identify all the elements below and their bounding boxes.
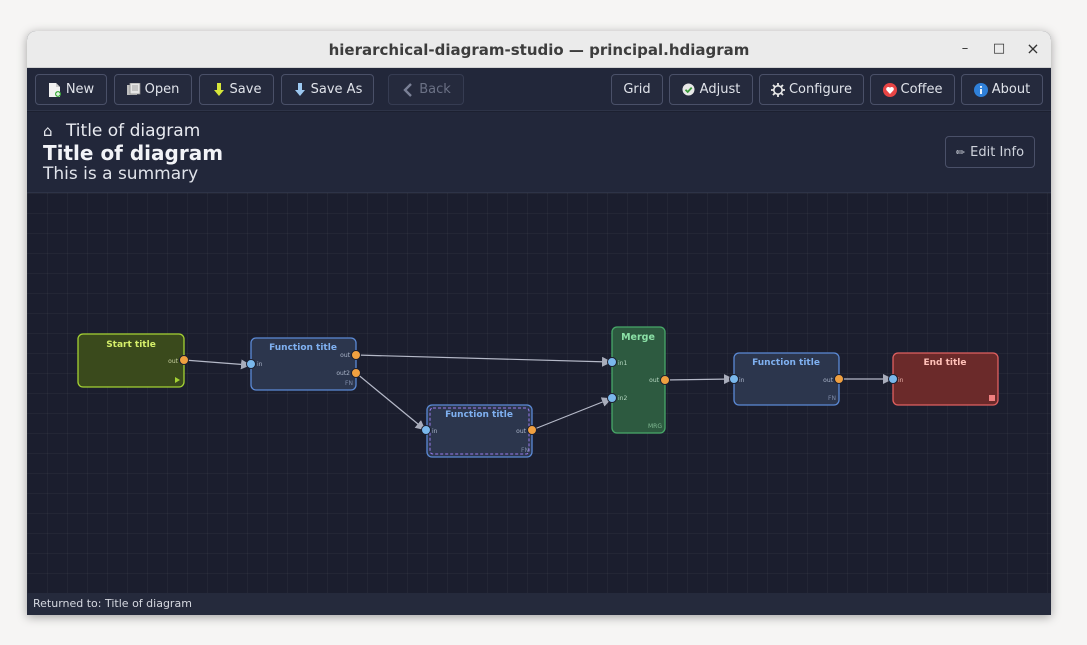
play-icon bbox=[175, 377, 180, 383]
function-node-3-title: Function title bbox=[752, 358, 820, 368]
function-node-2-tag: FN bbox=[521, 447, 529, 454]
save-as-label: Save As bbox=[310, 82, 363, 97]
coffee-label: Coffee bbox=[900, 82, 943, 97]
save-arrow-icon bbox=[212, 82, 226, 97]
function-node-3-tag: FN bbox=[828, 395, 836, 402]
breadcrumb: ⌂ Title of diagram bbox=[43, 121, 200, 141]
merge-port-in1[interactable] bbox=[607, 357, 617, 367]
function-node-1-port-out-label: out bbox=[340, 352, 350, 359]
merge-port-out[interactable] bbox=[660, 375, 670, 385]
edit-info-label: Edit Info bbox=[970, 144, 1025, 160]
window-title: hierarchical-diagram-studio — principal.… bbox=[328, 41, 750, 59]
function-node-2-port-out[interactable] bbox=[527, 425, 537, 435]
new-button[interactable]: New bbox=[35, 74, 107, 105]
merge-node-title: Merge bbox=[621, 332, 655, 343]
save-as-button[interactable]: Save As bbox=[281, 74, 374, 105]
start-node[interactable]: Start title out bbox=[77, 333, 189, 388]
open-label: Open bbox=[144, 82, 180, 97]
edge-start-to-func1[interactable] bbox=[183, 359, 251, 370]
title-bar: hierarchical-diagram-studio — principal.… bbox=[27, 31, 1051, 68]
function-node-1-tag: FN bbox=[345, 380, 353, 387]
adjust-label: Adjust bbox=[699, 82, 741, 97]
stop-icon bbox=[989, 395, 995, 401]
diagram-canvas[interactable]: Start title out Function title in out ou… bbox=[27, 193, 1051, 593]
function-node-1-port-out[interactable] bbox=[351, 350, 361, 360]
merge-port-in1-label: in1 bbox=[618, 360, 627, 367]
merge-node-tag: MRG bbox=[648, 423, 662, 430]
home-icon[interactable]: ⌂ bbox=[43, 122, 53, 140]
function-node-1-title: Function title bbox=[269, 343, 337, 353]
configure-button[interactable]: Configure bbox=[759, 74, 864, 105]
merge-port-out-label: out bbox=[649, 377, 659, 384]
back-label: Back bbox=[419, 82, 451, 97]
function-node-1[interactable]: Function title in out out2 FN bbox=[246, 337, 361, 391]
function-node-2-port-in-label: in bbox=[432, 428, 438, 435]
function-node-2[interactable]: Function title in out FN bbox=[421, 404, 537, 458]
end-node-title: End title bbox=[923, 358, 966, 368]
app-window: hierarchical-diagram-studio — principal.… bbox=[27, 31, 1051, 615]
close-button[interactable]: × bbox=[1026, 39, 1040, 58]
adjust-button[interactable]: Adjust bbox=[669, 74, 753, 105]
end-node[interactable]: End title in bbox=[888, 352, 999, 406]
function-node-2-port-out-label: out bbox=[516, 428, 526, 435]
diagram-info-panel: ⌂ Title of diagram Title of diagram This… bbox=[27, 112, 1051, 193]
save-as-arrow-icon bbox=[293, 82, 307, 97]
edge-func2-to-merge[interactable] bbox=[531, 397, 612, 431]
function-node-3-port-out-label: out bbox=[823, 377, 833, 384]
diagram-title: Title of diagram bbox=[43, 141, 224, 165]
breadcrumb-item[interactable]: Title of diagram bbox=[65, 121, 201, 141]
function-node-3[interactable]: Function title in out FN bbox=[729, 352, 844, 406]
coffee-button[interactable]: Coffee bbox=[870, 74, 955, 105]
diagram-summary: This is a summary bbox=[43, 164, 199, 184]
merge-port-in2[interactable] bbox=[607, 393, 617, 403]
function-node-3-port-in[interactable] bbox=[729, 374, 739, 384]
back-button[interactable]: Back bbox=[388, 74, 464, 105]
edit-info-button[interactable]: ✏ Edit Info bbox=[945, 136, 1035, 168]
edge-func1-to-func2[interactable] bbox=[355, 372, 426, 431]
start-port-out-label: out bbox=[168, 358, 178, 365]
save-button[interactable]: Save bbox=[199, 74, 274, 105]
check-circle-icon bbox=[682, 83, 696, 97]
open-button[interactable]: Open bbox=[114, 74, 192, 105]
about-button[interactable]: About bbox=[961, 74, 1043, 105]
function-node-2-title: Function title bbox=[445, 410, 513, 420]
merge-node[interactable]: Merge in1 in2 out MRG bbox=[607, 326, 670, 434]
start-node-title: Start title bbox=[106, 340, 156, 350]
status-bar: Returned to: Title of diagram bbox=[27, 593, 1051, 615]
new-label: New bbox=[65, 82, 95, 97]
diagram-svg: Start title out Function title in out ou… bbox=[77, 326, 999, 458]
status-text: Returned to: Title of diagram bbox=[33, 597, 192, 610]
new-file-icon bbox=[48, 82, 62, 97]
toolbar: New Open Save Save As Back G bbox=[27, 68, 1051, 111]
gear-icon bbox=[770, 82, 785, 97]
function-node-3-port-out[interactable] bbox=[834, 374, 844, 384]
edge-func1-to-merge[interactable] bbox=[355, 354, 612, 367]
configure-label: Configure bbox=[788, 82, 852, 97]
end-port-in-label: in bbox=[898, 377, 904, 384]
grid-button[interactable]: Grid bbox=[611, 74, 663, 105]
heart-icon bbox=[882, 82, 897, 97]
function-node-1-port-in[interactable] bbox=[246, 359, 256, 369]
save-label: Save bbox=[229, 82, 262, 97]
pencil-icon: ✏ bbox=[955, 145, 966, 159]
function-node-1-port-in-label: in bbox=[257, 361, 263, 368]
start-port-out[interactable] bbox=[179, 355, 189, 365]
function-node-3-port-in-label: in bbox=[739, 377, 745, 384]
maximize-button[interactable]: □ bbox=[992, 41, 1006, 56]
function-node-1-port-out2-label: out2 bbox=[336, 370, 350, 377]
info-icon bbox=[973, 82, 988, 97]
function-node-1-port-out2[interactable] bbox=[351, 368, 361, 378]
minimize-button[interactable]: – bbox=[961, 41, 969, 56]
end-port-in[interactable] bbox=[888, 374, 898, 384]
merge-port-in2-label: in2 bbox=[618, 395, 627, 402]
about-label: About bbox=[991, 82, 1031, 97]
open-folder-icon bbox=[126, 83, 141, 97]
chevron-left-icon bbox=[401, 82, 415, 97]
edge-merge-to-func3[interactable] bbox=[664, 374, 734, 385]
function-node-2-port-in[interactable] bbox=[421, 425, 431, 435]
grid-label: Grid bbox=[623, 82, 651, 97]
